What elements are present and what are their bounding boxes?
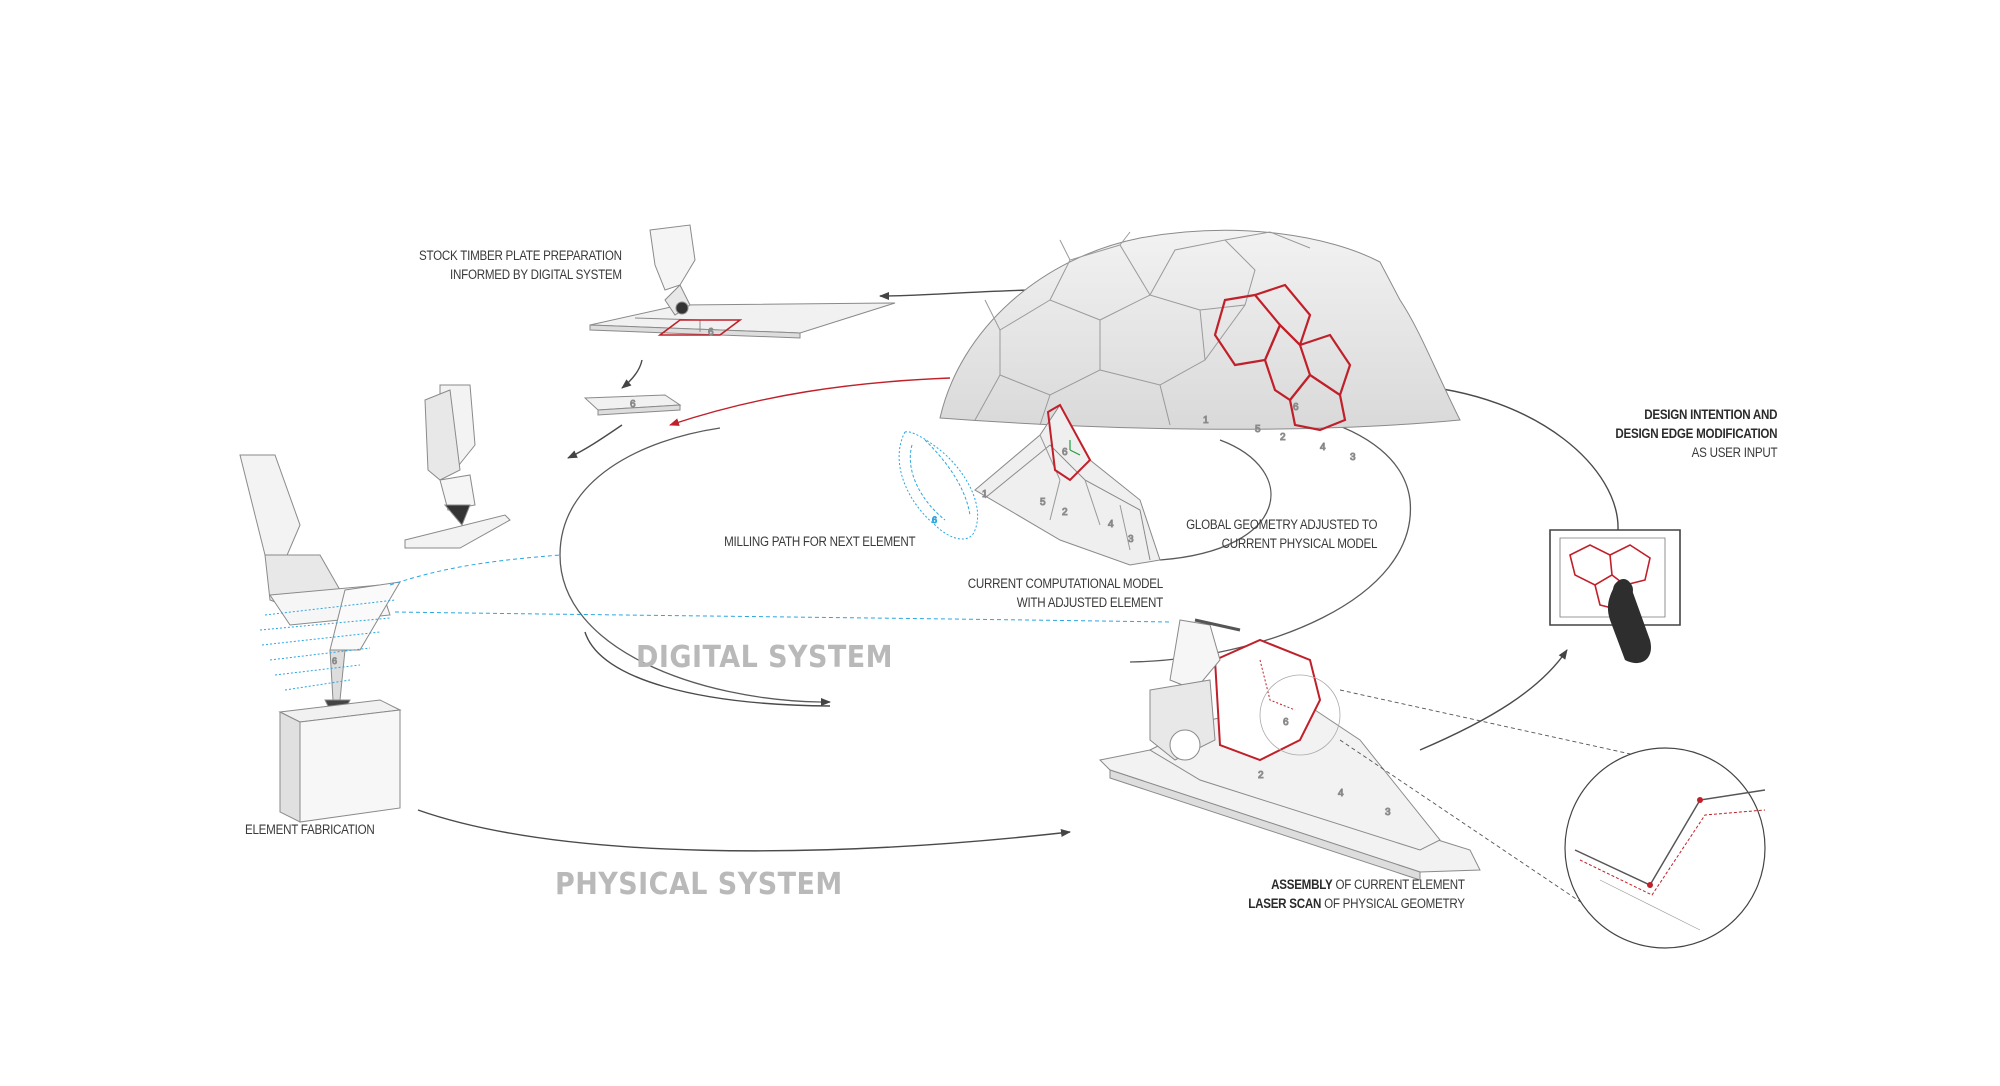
digital-system-title: DIGITAL SYSTEM [636, 640, 893, 675]
fabrication-label: ELEMENT FABRICATION [245, 822, 375, 837]
current-model-label: CURRENT COMPUTATIONAL MODEL WITH ADJUSTE… [968, 574, 1163, 612]
current-label-line2: WITH ADJUSTED ELEMENT [1016, 595, 1163, 610]
global-label-line1: GLOBAL GEOMETRY ADJUSTED TO [1185, 517, 1377, 532]
svg-text:2: 2 [1280, 432, 1286, 443]
svg-text:6: 6 [332, 656, 337, 666]
svg-text:2: 2 [1062, 507, 1068, 518]
assembly-label: ASSEMBLY OF CURRENT ELEMENT LASER SCAN O… [1248, 875, 1465, 913]
svg-text:6: 6 [630, 399, 636, 410]
svg-text:3: 3 [1350, 452, 1356, 463]
adjusted-plates-red [1213, 283, 1352, 432]
svg-text:1: 1 [982, 489, 988, 500]
global-geometry-label: GLOBAL GEOMETRY ADJUSTED TO CURRENT PHYS… [1186, 515, 1377, 553]
svg-text:6: 6 [1293, 402, 1299, 413]
svg-text:3: 3 [1385, 807, 1391, 818]
laser-bold: LASER SCAN [1248, 896, 1322, 911]
global-label-line2: CURRENT PHYSICAL MODEL [1221, 536, 1377, 551]
stock-label-line2: INFORMED BY DIGITAL SYSTEM [450, 267, 622, 282]
computational-model: 6 1 5 2 4 3 [974, 403, 1161, 566]
stock-plate: 6 6 [583, 224, 896, 416]
svg-text:5: 5 [1255, 424, 1261, 435]
svg-text:4: 4 [1320, 442, 1326, 453]
current-label-line1: CURRENT COMPUTATIONAL MODEL [967, 576, 1163, 591]
zoom-detail [1564, 747, 1766, 949]
assembly-station: 6 2 4 3 [1098, 618, 1481, 881]
svg-text:3: 3 [1128, 534, 1134, 545]
stock-label-line1: STOCK TIMBER PLATE PREPARATION [419, 248, 622, 263]
global-shell: 6 1 5 2 4 3 [939, 229, 1461, 464]
svg-text:1: 1 [1203, 415, 1209, 426]
design-label-line1: DESIGN INTENTION AND [1643, 407, 1777, 422]
svg-text:4: 4 [1108, 519, 1114, 530]
milling-robot [404, 384, 511, 549]
design-intention-label: DESIGN INTENTION AND DESIGN EDGE MODIFIC… [1615, 405, 1777, 462]
svg-text:4: 4 [1338, 788, 1344, 799]
assembly-rest: OF CURRENT ELEMENT [1332, 877, 1466, 892]
svg-text:6: 6 [708, 327, 714, 338]
physical-system-title: PHYSICAL SYSTEM [555, 867, 843, 902]
fabrication-robot: 6 [239, 454, 402, 823]
milling-label: MILLING PATH FOR NEXT ELEMENT [723, 534, 915, 549]
laser-rest: OF PHYSICAL GEOMETRY [1321, 896, 1465, 911]
svg-text:6: 6 [1283, 717, 1289, 728]
tablet [1549, 529, 1681, 664]
flow-arrows [417, 289, 1619, 852]
milling-path: 6 [898, 431, 979, 540]
svg-text:2: 2 [1258, 770, 1264, 781]
svg-text:6: 6 [932, 515, 937, 525]
design-label-line2: DESIGN EDGE MODIFICATION [1615, 426, 1777, 441]
svg-text:5: 5 [1040, 497, 1046, 508]
stock-label: STOCK TIMBER PLATE PREPARATION INFORMED … [419, 246, 622, 284]
svg-text:6: 6 [1062, 447, 1068, 458]
red-flow-arrow [669, 377, 951, 426]
design-label-line3: AS USER INPUT [1691, 445, 1777, 460]
assembly-bold: ASSEMBLY [1271, 877, 1333, 892]
zoom-lines [1339, 689, 1636, 916]
scan-links [389, 554, 1171, 623]
